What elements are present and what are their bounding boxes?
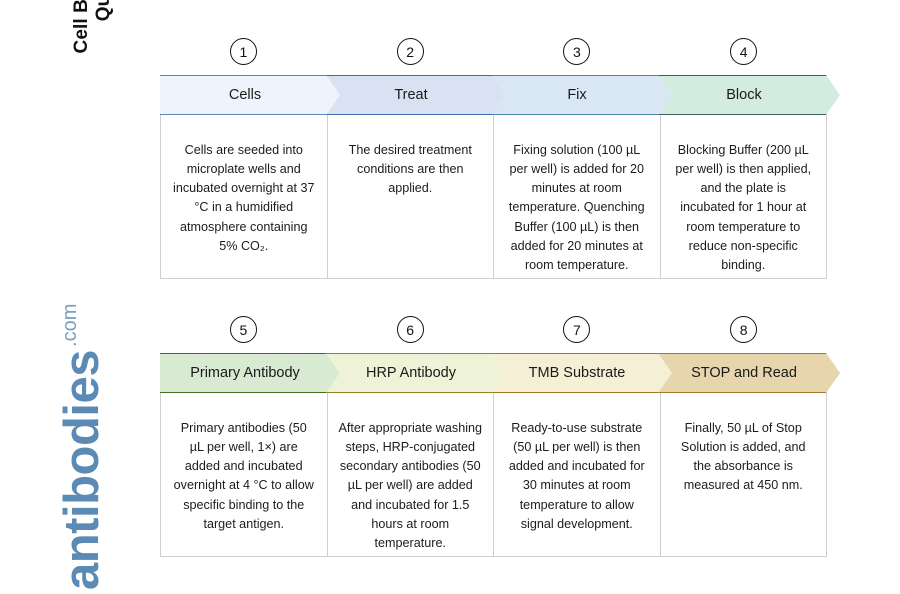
chevron-label: Cells (228, 87, 262, 103)
description-cell: The desired treatment conditions are the… (328, 115, 494, 278)
chevron-step-8: STOP and Read (658, 353, 840, 393)
step-number-badge: 7 (563, 316, 591, 343)
step-number-cell: 6 (327, 316, 494, 353)
chevron-step-7: TMB Substrate (492, 353, 672, 393)
step-number-strip-1: 1 2 3 4 (160, 38, 827, 75)
description-cell: After appropriate washing steps, HRP-con… (328, 393, 494, 556)
description-text: Finally, 50 µL of Stop Solution is added… (680, 421, 806, 493)
protocol-row-2: 5 6 7 8 Primary Antibody HRP Antibody TM… (160, 316, 840, 557)
step-number-badge: 1 (229, 38, 257, 65)
chevron-step-6: HRP Antibody (326, 353, 506, 393)
description-cell: Ready-to-use substrate (50 µL per well) … (494, 393, 661, 556)
description-text: Fixing solution (100 µL per well) is add… (508, 143, 645, 272)
step-number-badge: 5 (229, 316, 257, 343)
page-title: Cell Based ELISA Kits Quick Protocol (58, 0, 128, 88)
chevron-label: Primary Antibody (190, 365, 300, 381)
chevron-label: Fix (567, 87, 587, 103)
description-text: The desired treatment conditions are the… (348, 143, 472, 196)
page-title-line-2: Quick Protocol (93, 0, 115, 88)
description-cell: Finally, 50 µL of Stop Solution is added… (661, 393, 827, 556)
step-number-cell: 3 (494, 38, 661, 75)
step-number-cell: 2 (327, 38, 494, 75)
step-number-cell: 7 (494, 316, 661, 353)
description-cell: Primary antibodies (50 µL per well, 1×) … (161, 393, 328, 556)
step-number-strip-2: 5 6 7 8 (160, 316, 827, 353)
chevron-step-3: Fix (492, 75, 672, 115)
description-band-2: Primary antibodies (50 µL per well, 1×) … (160, 393, 827, 557)
chevron-step-4: Block (658, 75, 840, 115)
description-cell: Fixing solution (100 µL per well) is add… (494, 115, 661, 278)
chevron-label: STOP and Read (691, 365, 797, 381)
watermark-name: antibodies (55, 349, 109, 590)
step-number-badge: 4 (730, 38, 758, 65)
step-number-badge: 6 (396, 316, 424, 343)
chevron-label: Treat (394, 87, 428, 103)
watermark-suffix: .com (59, 303, 81, 347)
description-cell: Cells are seeded into microplate wells a… (161, 115, 328, 278)
page-title-line-1: Cell Based ELISA Kits (71, 0, 93, 88)
description-text: After appropriate washing steps, HRP-con… (338, 421, 483, 550)
antibodies-watermark-logo: antibodies .com (55, 290, 118, 590)
step-number-cell: 8 (660, 316, 827, 353)
description-text: Primary antibodies (50 µL per well, 1×) … (173, 421, 314, 531)
chevron-label: TMB Substrate (528, 365, 626, 381)
chevron-label: HRP Antibody (365, 365, 456, 381)
chevron-step-2: Treat (326, 75, 506, 115)
step-number-cell: 5 (160, 316, 327, 353)
chevron-label: Block (726, 87, 762, 103)
chevron-band-2: Primary Antibody HRP Antibody TMB Substr… (160, 353, 840, 393)
step-number-cell: 1 (160, 38, 327, 75)
description-text: Cells are seeded into microplate wells a… (173, 143, 315, 253)
step-number-cell: 4 (660, 38, 827, 75)
description-band-1: Cells are seeded into microplate wells a… (160, 115, 827, 279)
description-text: Ready-to-use substrate (50 µL per well) … (508, 421, 645, 531)
step-number-badge: 8 (730, 316, 758, 343)
description-text: Blocking Buffer (200 µL per well) is the… (675, 143, 812, 272)
chevron-band-1: Cells Treat Fix Block (160, 75, 840, 115)
step-number-badge: 2 (396, 38, 424, 65)
chevron-step-1: Cells (160, 75, 340, 115)
protocol-row-1: 1 2 3 4 Cells Treat Fix Block (160, 38, 840, 279)
description-cell: Blocking Buffer (200 µL per well) is the… (661, 115, 827, 278)
step-number-badge: 3 (563, 38, 591, 65)
chevron-step-5: Primary Antibody (160, 353, 340, 393)
